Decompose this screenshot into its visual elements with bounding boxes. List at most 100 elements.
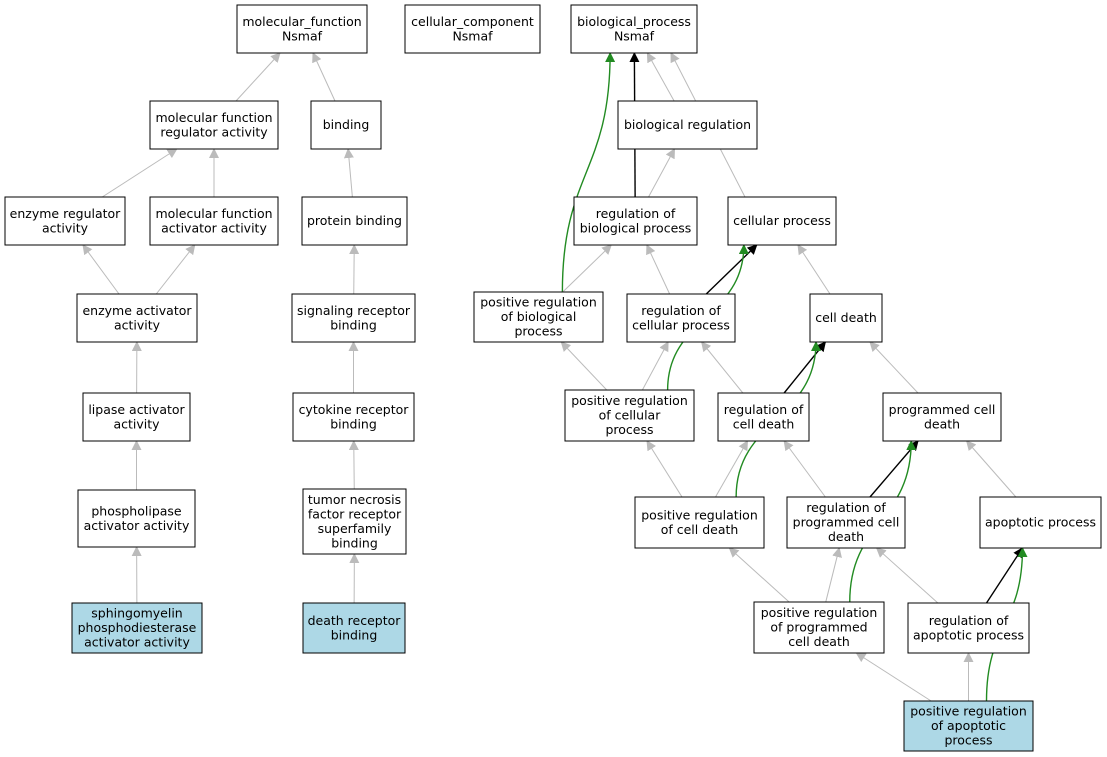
go-term-node-binding[interactable]: binding <box>310 100 382 150</box>
node-box <box>82 392 191 442</box>
node-box <box>291 293 416 343</box>
edge-pcd-to-cell_death <box>869 341 919 394</box>
go-term-node-apop[interactable]: apoptotic process <box>979 496 1102 549</box>
node-label-line: cellular_component <box>411 14 534 29</box>
node-box <box>573 196 698 246</box>
node-label-line: death receptor <box>308 613 402 628</box>
node-label-line: tumor necrosis <box>308 492 401 507</box>
node-box <box>882 392 1002 442</box>
node-label-line: enzyme activator <box>82 303 192 318</box>
node-box <box>301 196 408 246</box>
edge-reg_apop-to-reg_pcd <box>875 547 939 604</box>
node-box <box>302 488 407 555</box>
node-label-line: of biological <box>501 309 577 324</box>
node-label-line: cytokine receptor <box>299 402 410 417</box>
node-label-line: death <box>924 416 960 431</box>
go-term-node-prot-bind[interactable]: protein binding <box>301 196 408 246</box>
node-label-line: apoptotic process <box>913 627 1024 642</box>
node-label-line: Nsmaf <box>614 28 655 43</box>
go-term-node-cell-death[interactable]: cell death <box>809 293 883 343</box>
edge-enz_act-to-enz_reg <box>82 244 120 295</box>
node-label-line: activity <box>42 220 89 235</box>
node-label-line: death <box>828 529 864 544</box>
node-label-line: regulation of <box>929 613 1009 628</box>
edge-reg_cell-to-reg_bio <box>646 244 671 295</box>
node-label-line: protein binding <box>307 213 402 228</box>
edge-reg_pcd-to-reg_cd <box>783 440 826 498</box>
edge-pos_reg_pcd-to-pos_reg_cd <box>728 547 790 603</box>
node-label-line: positive regulation <box>571 393 688 408</box>
node-label-line: process <box>944 733 992 748</box>
node-label-line: factor receptor <box>308 506 402 521</box>
node-label-line: binding <box>323 117 370 132</box>
node-box <box>717 392 810 442</box>
go-term-node-cell-proc[interactable]: cellular process <box>727 196 837 246</box>
node-box <box>907 602 1030 654</box>
edge-pos_reg_apop-to-pos_reg_pcd <box>855 652 932 702</box>
edge-reg_cd-to-reg_cell <box>700 341 744 394</box>
go-term-node-bio-reg[interactable]: biological regulation <box>617 100 758 150</box>
node-label-line: biological regulation <box>624 117 751 132</box>
edge-mf_reg-to-mf_root <box>235 52 281 102</box>
node-box <box>753 601 885 654</box>
node-box <box>149 196 279 246</box>
node-label-line: binding <box>331 627 378 642</box>
node-box <box>617 100 758 150</box>
node-label-line: apoptotic process <box>985 515 1096 530</box>
node-box <box>4 196 126 246</box>
go-term-node-sph[interactable]: sphingomyelinphosphodiesteraseactivator … <box>71 602 203 654</box>
node-label-line: positive regulation <box>910 704 1027 719</box>
edge-enz_act-to-mf_act <box>155 244 196 295</box>
node-label-line: positive regulation <box>641 507 758 522</box>
node-label-line: cell death <box>788 634 850 649</box>
node-box <box>71 602 203 654</box>
node-label-line: binding <box>330 317 377 332</box>
edge-prot_bind-to-binding <box>343 148 354 198</box>
node-label-line: of cell death <box>661 522 739 537</box>
node-box <box>570 4 698 54</box>
edge-reg_cell-to-cell_proc <box>705 244 758 295</box>
node-label-line: regulation of <box>806 500 886 515</box>
node-label-line: molecular_function <box>242 14 361 29</box>
node-label-line: biological process <box>580 220 692 235</box>
node-box <box>76 293 198 343</box>
edge-pos_reg_pcd-to-reg_pcd <box>825 547 842 603</box>
node-label-line: process <box>605 422 653 437</box>
node-label-line: cellular process <box>632 317 730 332</box>
edge-apop-to-pcd <box>965 440 1017 498</box>
node-box <box>77 489 196 548</box>
node-box <box>404 4 541 54</box>
edge-reg_pcd-to-pcd <box>869 440 919 498</box>
nodes-layer: molecular_functionNsmafcellular_componen… <box>4 4 1102 752</box>
node-label-line: positive regulation <box>761 605 878 620</box>
node-label-line: process <box>514 324 562 339</box>
edge-pos_reg_cell-to-reg_cell <box>641 341 669 391</box>
node-label-line: Nsmaf <box>282 28 323 43</box>
node-label-line: activator activity <box>161 220 267 235</box>
node-label-line: sphingomyelin <box>91 606 182 621</box>
